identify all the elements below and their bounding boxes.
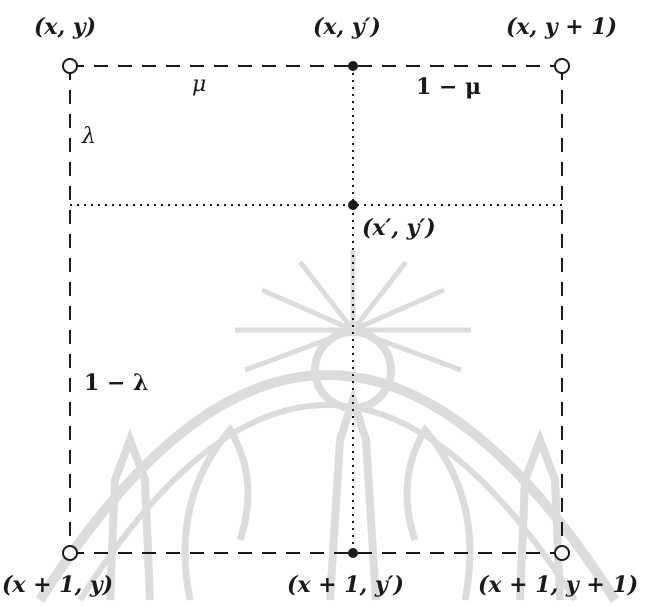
point-bottom-mid xyxy=(348,548,358,558)
corner-top-left-marker xyxy=(62,58,78,74)
label-mu: μ xyxy=(192,72,207,97)
label-one-minus-lambda: 1 − λ xyxy=(84,370,149,396)
corner-markers xyxy=(62,58,570,561)
label-one-minus-mu: 1 − μ xyxy=(416,74,482,100)
corner-bottom-right-marker xyxy=(554,545,570,561)
outer-dashed-square xyxy=(69,65,563,554)
label-bottom-left: (x + 1, y) xyxy=(2,572,114,598)
label-lambda: λ xyxy=(82,124,96,149)
label-bottom-mid: (x + 1, y′) xyxy=(287,572,404,598)
label-bottom-right: (x + 1, y + 1) xyxy=(478,572,639,598)
point-center xyxy=(348,200,358,210)
interpolated-points xyxy=(348,61,358,558)
label-center: (x′, y′) xyxy=(362,215,436,241)
point-top-mid xyxy=(348,61,358,71)
label-top-left: (x, y) xyxy=(34,14,97,40)
label-top-right: (x, y + 1) xyxy=(506,14,618,40)
corner-top-right-marker xyxy=(554,58,570,74)
label-top-mid: (x, y′) xyxy=(313,14,381,40)
seal-watermark xyxy=(35,250,620,603)
inner-dotted-lines xyxy=(70,66,562,553)
corner-bottom-left-marker xyxy=(62,545,78,561)
